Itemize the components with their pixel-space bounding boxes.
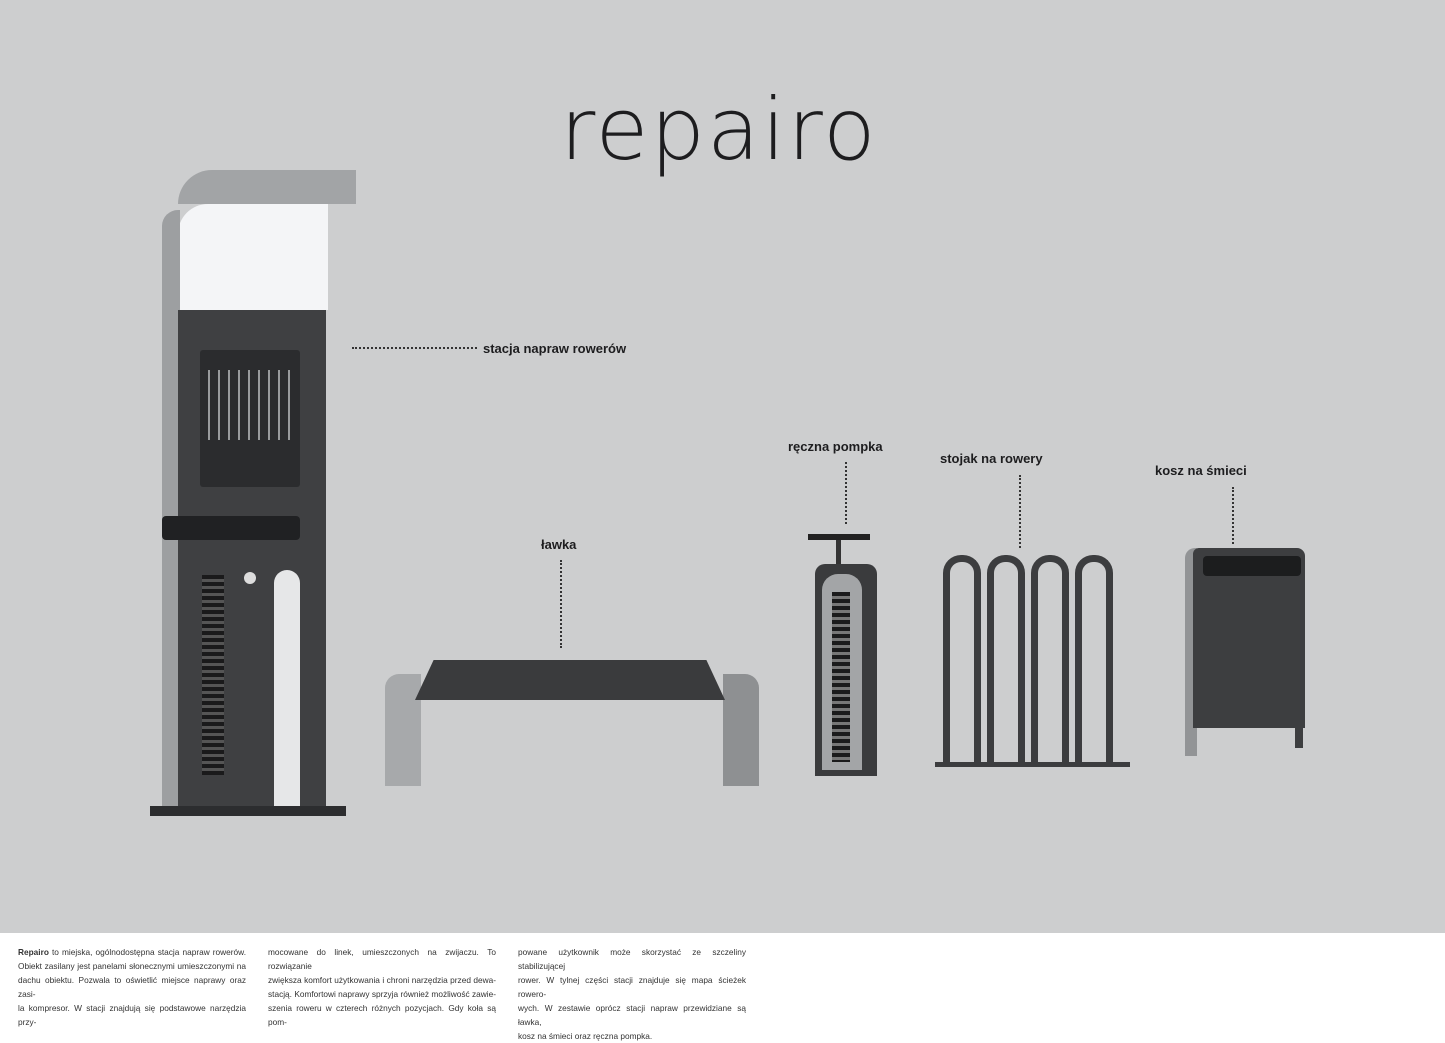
station-light-panel [178,204,328,310]
text-line: powane użytkownik może skorzystać ze szc… [518,947,746,971]
text-line: Obiekt zasilany jest panelami słonecznym… [18,961,246,971]
tool-panel [200,350,300,487]
repairo-logo: repairo [560,80,878,180]
text-line: kosz na śmieci oraz ręczna pompka. [518,1031,653,1041]
trash-bin [1185,548,1307,756]
bike-rack [935,555,1130,770]
label-bin: kosz na śmieci [1155,463,1247,478]
text-line: mocowane do linek, umieszczonych na zwij… [268,947,496,971]
gauge [244,572,256,584]
bike-hanger-bar [162,516,300,540]
label-pump: ręczna pompka [788,439,883,454]
bike-slot [274,570,300,810]
description-col-2: mocowane do linek, umieszczonych na zwij… [268,945,496,1043]
text-line: la kompresor. W stacji znajdują się pods… [18,1003,246,1027]
brand-name: Repairo [18,947,49,957]
text-line: to miejska, ogólnodostępna stacja napraw… [52,947,246,957]
text-line: stacją. Komfortowi naprawy sprzyja równi… [268,989,496,999]
text-line: wych. W zestawie oprócz stacji napraw pr… [518,1003,746,1027]
repair-station [150,170,360,820]
poster-canvas: repairo stacja napraw rowerów ławka ręcz… [0,0,1445,933]
label-rack: stojak na rowery [940,451,1043,466]
text-line: zwiększa komfort użytkowania i chroni na… [268,975,496,985]
station-canopy [178,170,356,204]
hand-pump [808,534,880,776]
bench [385,660,759,786]
description-col-3: powane użytkownik może skorzystać ze szc… [518,945,746,1043]
label-bench: ławka [541,537,577,552]
text-line: dachu obiektu. Pozwala to oświetlić miej… [18,975,246,999]
description-text: Repairo to miejska, ogólnodostępna stacj… [18,945,746,1043]
description-col-1: Repairo to miejska, ogólnodostępna stacj… [18,945,246,1043]
label-station: stacja napraw rowerów [483,341,627,356]
text-line: rower. W tylnej części stacji znajduje s… [518,975,746,999]
text-line: szenia roweru w czterech różnych pozycja… [268,1003,496,1027]
hose-coil [202,575,224,775]
station-base [150,806,346,816]
